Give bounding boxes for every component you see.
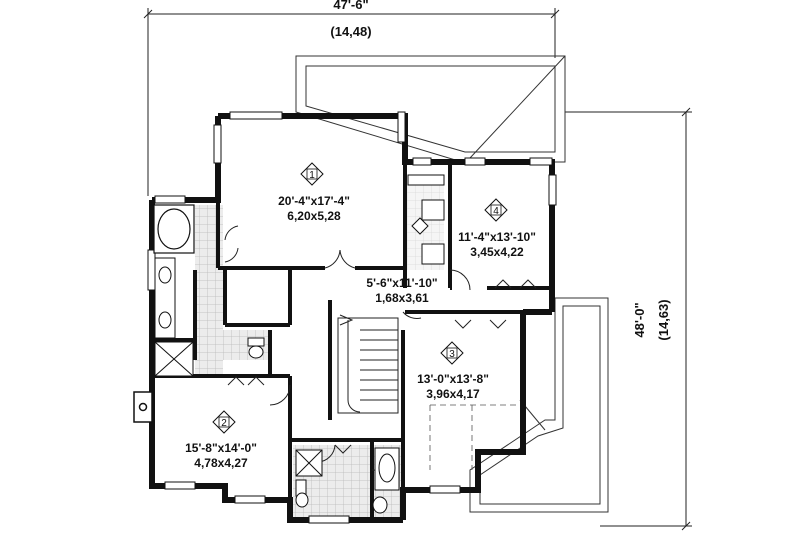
vanity-sinks-icon xyxy=(154,257,176,339)
laundry-icon xyxy=(407,174,445,265)
staircase xyxy=(337,314,399,414)
room-3-size-imperial: 13'-0"x13'-8" xyxy=(417,372,489,386)
fireplace-icon xyxy=(133,391,153,423)
room-3-label: 3 13'-0"x13'-8" 3,96x4,17 xyxy=(417,341,489,401)
room-4-size-metric: 3,45x4,22 xyxy=(470,245,524,259)
hall-size-imperial: 5'-6"x11'-10" xyxy=(366,276,437,290)
room-4-number: 4 xyxy=(493,206,499,217)
interior-walls xyxy=(152,162,552,520)
toilet-icon xyxy=(247,337,309,508)
room-1-size-metric: 6,20x5,28 xyxy=(287,209,341,223)
depth-metric: (14,63) xyxy=(656,299,671,340)
room-2-number: 2 xyxy=(221,418,227,429)
bathtub-icon xyxy=(153,204,195,254)
width-imperial: 47'-6" xyxy=(333,0,368,12)
room-1-number: 1 xyxy=(309,170,315,181)
depth-imperial: 48'-0" xyxy=(632,302,647,337)
room-2-size-metric: 4,78x4,27 xyxy=(194,456,248,470)
hall-size-metric: 1,68x3,61 xyxy=(375,291,429,305)
room-3-number: 3 xyxy=(449,349,455,360)
width-dimension xyxy=(143,8,560,196)
room-2-label: 2 15'-8"x14'-0" 4,78x4,27 xyxy=(185,410,257,470)
room-1-label: 1 20'-4"x17'-4" 6,20x5,28 xyxy=(278,162,350,223)
room-4-label: 4 11'-4"x13'-10" 3,45x4,22 xyxy=(458,198,536,259)
room-2-size-imperial: 15'-8"x14'-0" xyxy=(185,441,257,455)
roof-outline-bedroom3 xyxy=(429,404,522,470)
room-1-size-imperial: 20'-4"x17'-4" xyxy=(278,194,350,208)
hall-label: 5'-6"x11'-10" 1,68x3,61 xyxy=(366,276,437,305)
shower-icon xyxy=(154,341,194,377)
room-4-size-imperial: 11'-4"x13'-10" xyxy=(458,230,536,244)
width-metric: (14,48) xyxy=(330,24,371,39)
room-3-size-metric: 3,96x4,17 xyxy=(426,387,480,401)
windows xyxy=(147,111,557,524)
bathroom2-fixtures xyxy=(295,447,400,514)
depth-dimension xyxy=(565,107,692,531)
roof-outline-top xyxy=(295,55,566,163)
